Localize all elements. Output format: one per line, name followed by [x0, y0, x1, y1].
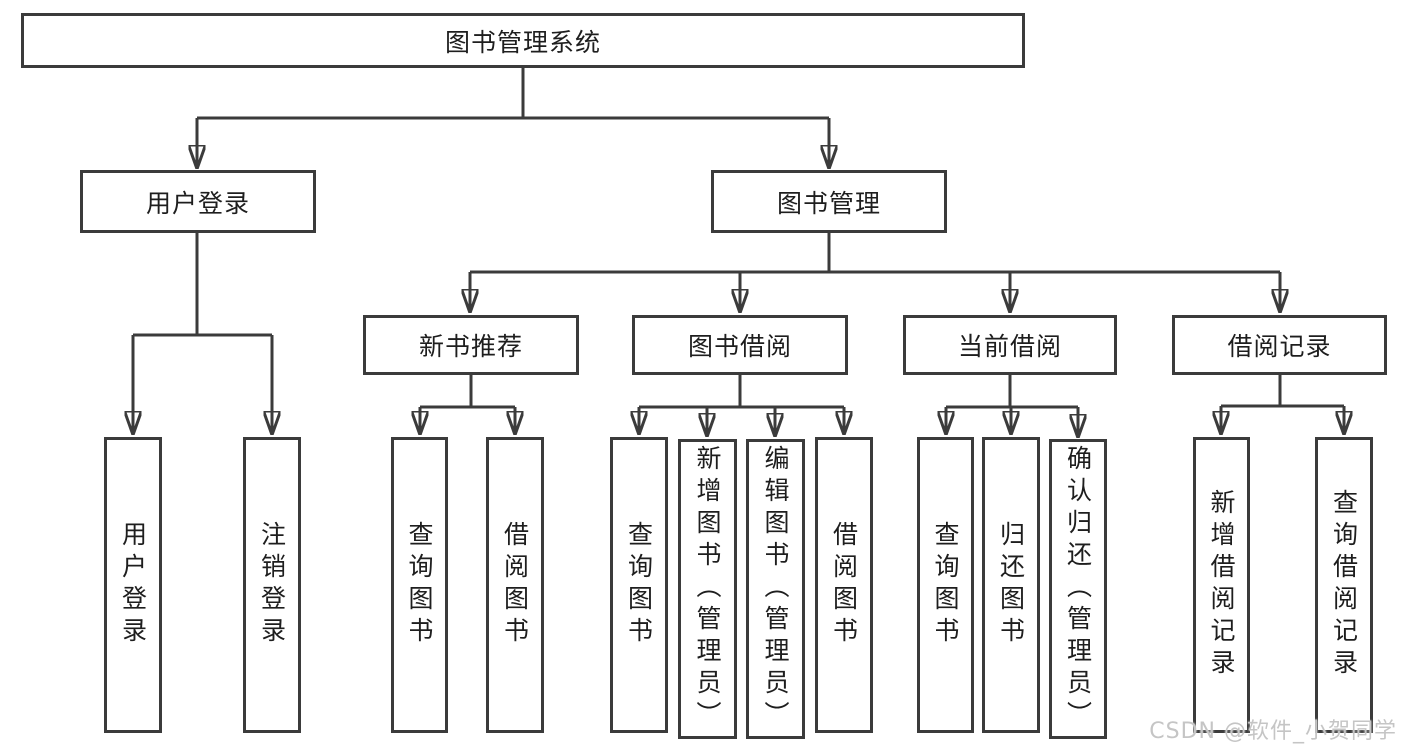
node-borrow-query-book: 查询图书 [610, 437, 668, 733]
node-record-query: 查询借阅记录 [1315, 437, 1373, 733]
node-borrow-records: 借阅记录 [1172, 315, 1387, 375]
node-book-borrow: 图书借阅 [632, 315, 848, 375]
node-root: 图书管理系统 [21, 13, 1025, 68]
node-book-management: 图书管理 [711, 170, 947, 233]
node-record-add-label: 新增借阅记录 [1207, 489, 1236, 681]
node-current-return-book-label: 归还图书 [996, 521, 1026, 649]
node-user-login: 用户登录 [80, 170, 316, 233]
node-record-query-label: 查询借阅记录 [1329, 489, 1359, 681]
node-borrow-query-book-label: 查询图书 [624, 521, 654, 649]
node-current-confirm-return-admin-label: 确认归还（管理员） [1063, 445, 1093, 733]
node-current-return-book: 归还图书 [982, 437, 1040, 733]
node-record-add: 新增借阅记录 [1193, 437, 1250, 733]
node-borrow-add-book-admin: 新增图书（管理员） [678, 439, 737, 739]
node-login: 用户登录 [104, 437, 162, 733]
node-current-borrow: 当前借阅 [903, 315, 1117, 375]
node-current-query-book: 查询图书 [917, 437, 974, 733]
node-recommend-borrow-book: 借阅图书 [486, 437, 544, 733]
node-recommend-query-book-label: 查询图书 [405, 521, 434, 649]
watermark-text: CSDN @软件_小贺同学 [1149, 719, 1397, 744]
node-logout: 注销登录 [243, 437, 301, 733]
node-borrow-edit-book-admin: 编辑图书（管理员） [746, 439, 805, 739]
node-borrow-borrow-book-label: 借阅图书 [829, 521, 859, 649]
node-logout-label: 注销登录 [257, 521, 287, 649]
node-borrow-edit-book-admin-label: 编辑图书（管理员） [761, 445, 790, 733]
node-borrow-add-book-admin-label: 新增图书（管理员） [693, 445, 722, 733]
node-recommend-borrow-book-label: 借阅图书 [500, 521, 530, 649]
node-login-label: 用户登录 [118, 521, 148, 649]
node-borrow-borrow-book: 借阅图书 [815, 437, 873, 733]
node-current-query-book-label: 查询图书 [931, 521, 960, 649]
node-new-book-recommend: 新书推荐 [363, 315, 579, 375]
node-current-confirm-return-admin: 确认归还（管理员） [1049, 439, 1107, 739]
node-recommend-query-book: 查询图书 [391, 437, 448, 733]
